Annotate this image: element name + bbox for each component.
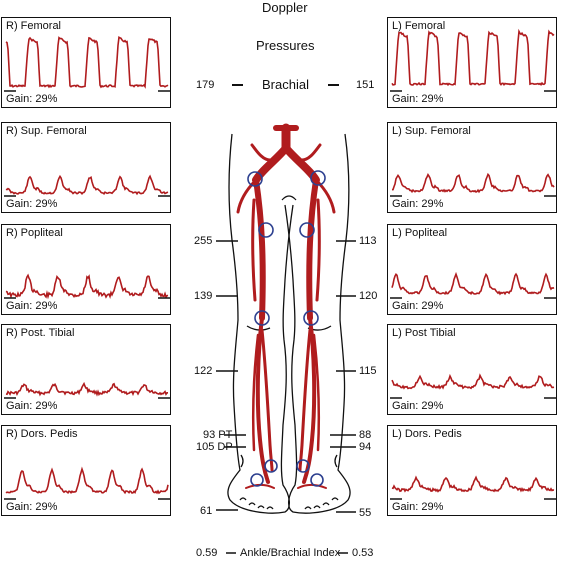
waveform-trace [5,35,169,89]
panel-title: L) Dors. Pedis [392,428,462,440]
panel-gain: Gain: 29% [392,501,444,513]
pressure-ticks [216,240,356,554]
waveform-trace [5,466,169,495]
panel-title: R) Sup. Femoral [6,125,87,137]
abi-right-value: 0.59 [196,547,218,559]
r-pt-pressure: 93 PT [203,429,233,441]
leg-outline [227,133,351,514]
r-above-knee-pressure: 139 [194,290,213,302]
panel-title: R) Femoral [6,20,62,32]
probe-l-sup-femoral [299,222,315,238]
panel-gain: Gain: 29% [6,198,58,210]
r-dp-pressure: 105 DP [196,441,233,453]
panel-r-post-tibial: R) Post. Tibial Gain: 29% [1,324,171,415]
panel-gain: Gain: 29% [392,93,444,105]
panel-r-dors-pedis: R) Dors. Pedis Gain: 29% [1,425,171,516]
l-dp-pressure: 94 [359,441,372,453]
probe-l-dors-pedis [296,459,310,473]
l-toe-pressure: 55 [359,507,372,519]
panel-l-sup-femoral: L) Sup. Femoral Gain: 29% [387,122,557,213]
arterial-tree [236,123,336,489]
panel-title: L) Post Tibial [392,327,456,339]
waveform-trace [391,172,555,194]
panel-title: R) Post. Tibial [6,327,75,339]
probe-r-dors-pedis [264,459,278,473]
waveform [4,466,170,500]
probe-l-femoral [310,170,326,186]
waveform-trace [5,273,169,300]
r-toe-pressure: 61 [200,505,213,517]
probe-r-post-tibial [250,473,264,487]
panel-l-dors-pedis: L) Dors. Pedis Gain: 29% [387,425,557,516]
panel-gain: Gain: 29% [392,300,444,312]
l-below-knee-pressure: 115 [359,365,377,377]
l-high-thigh-pressure: 113 [359,235,377,247]
panel-title: R) Dors. Pedis [6,428,78,440]
panel-gain: Gain: 29% [392,198,444,210]
panel-title: R) Popliteal [6,227,63,239]
pressures-heading: Pressures [256,38,315,53]
r-high-thigh-pressure: 255 [194,235,213,247]
probe-r-femoral [247,171,263,187]
waveform [390,172,556,197]
panel-gain: Gain: 29% [6,300,58,312]
panel-gain: Gain: 29% [392,400,444,412]
panel-l-femoral: L) Femoral Gain: 29% [387,17,557,108]
brachial-left-value: 151 [356,79,375,91]
doppler-heading: Doppler [262,0,308,15]
waveform-trace [5,381,168,397]
brachial-right-value: 179 [196,79,215,91]
panel-gain: Gain: 29% [6,400,58,412]
panel-l-post-tibial: L) Post Tibial Gain: 29% [387,324,557,415]
panel-title: L) Sup. Femoral [392,125,471,137]
waveform-trace [391,28,555,87]
panel-gain: Gain: 29% [6,93,58,105]
panel-l-popliteal: L) Popliteal Gain: 29% [387,224,557,315]
waveform [4,35,170,92]
waveform [4,273,170,300]
panel-gain: Gain: 29% [6,501,58,513]
probe-l-post-tibial [310,473,324,487]
probe-l-popliteal [303,310,319,326]
panel-title: L) Popliteal [392,227,448,239]
waveform [390,271,556,299]
panel-r-femoral: R) Femoral Gain: 29% [1,17,171,108]
panel-r-sup-femoral: R) Sup. Femoral Gain: 29% [1,122,171,213]
l-pt-pressure: 88 [359,429,372,441]
waveform [4,174,170,197]
brachial-label: Brachial [262,77,309,92]
probe-r-popliteal [254,310,270,326]
waveform [390,28,556,92]
waveform [4,381,170,399]
waveform-trace [5,174,169,196]
waveform-trace [391,271,555,296]
panel-title: L) Femoral [392,20,446,32]
waveform [390,373,556,399]
waveform-trace [391,475,555,493]
abi-left-value: 0.53 [352,547,374,559]
r-below-knee-pressure: 122 [194,365,213,377]
l-above-knee-pressure: 120 [359,290,378,302]
probe-r-sup-femoral [258,222,274,238]
panel-r-popliteal: R) Popliteal Gain: 29% [1,224,171,315]
waveform-trace [391,373,555,390]
waveform [390,475,556,500]
abi-label: Ankle/Brachial Index [240,547,341,559]
probe-sites [247,170,326,487]
